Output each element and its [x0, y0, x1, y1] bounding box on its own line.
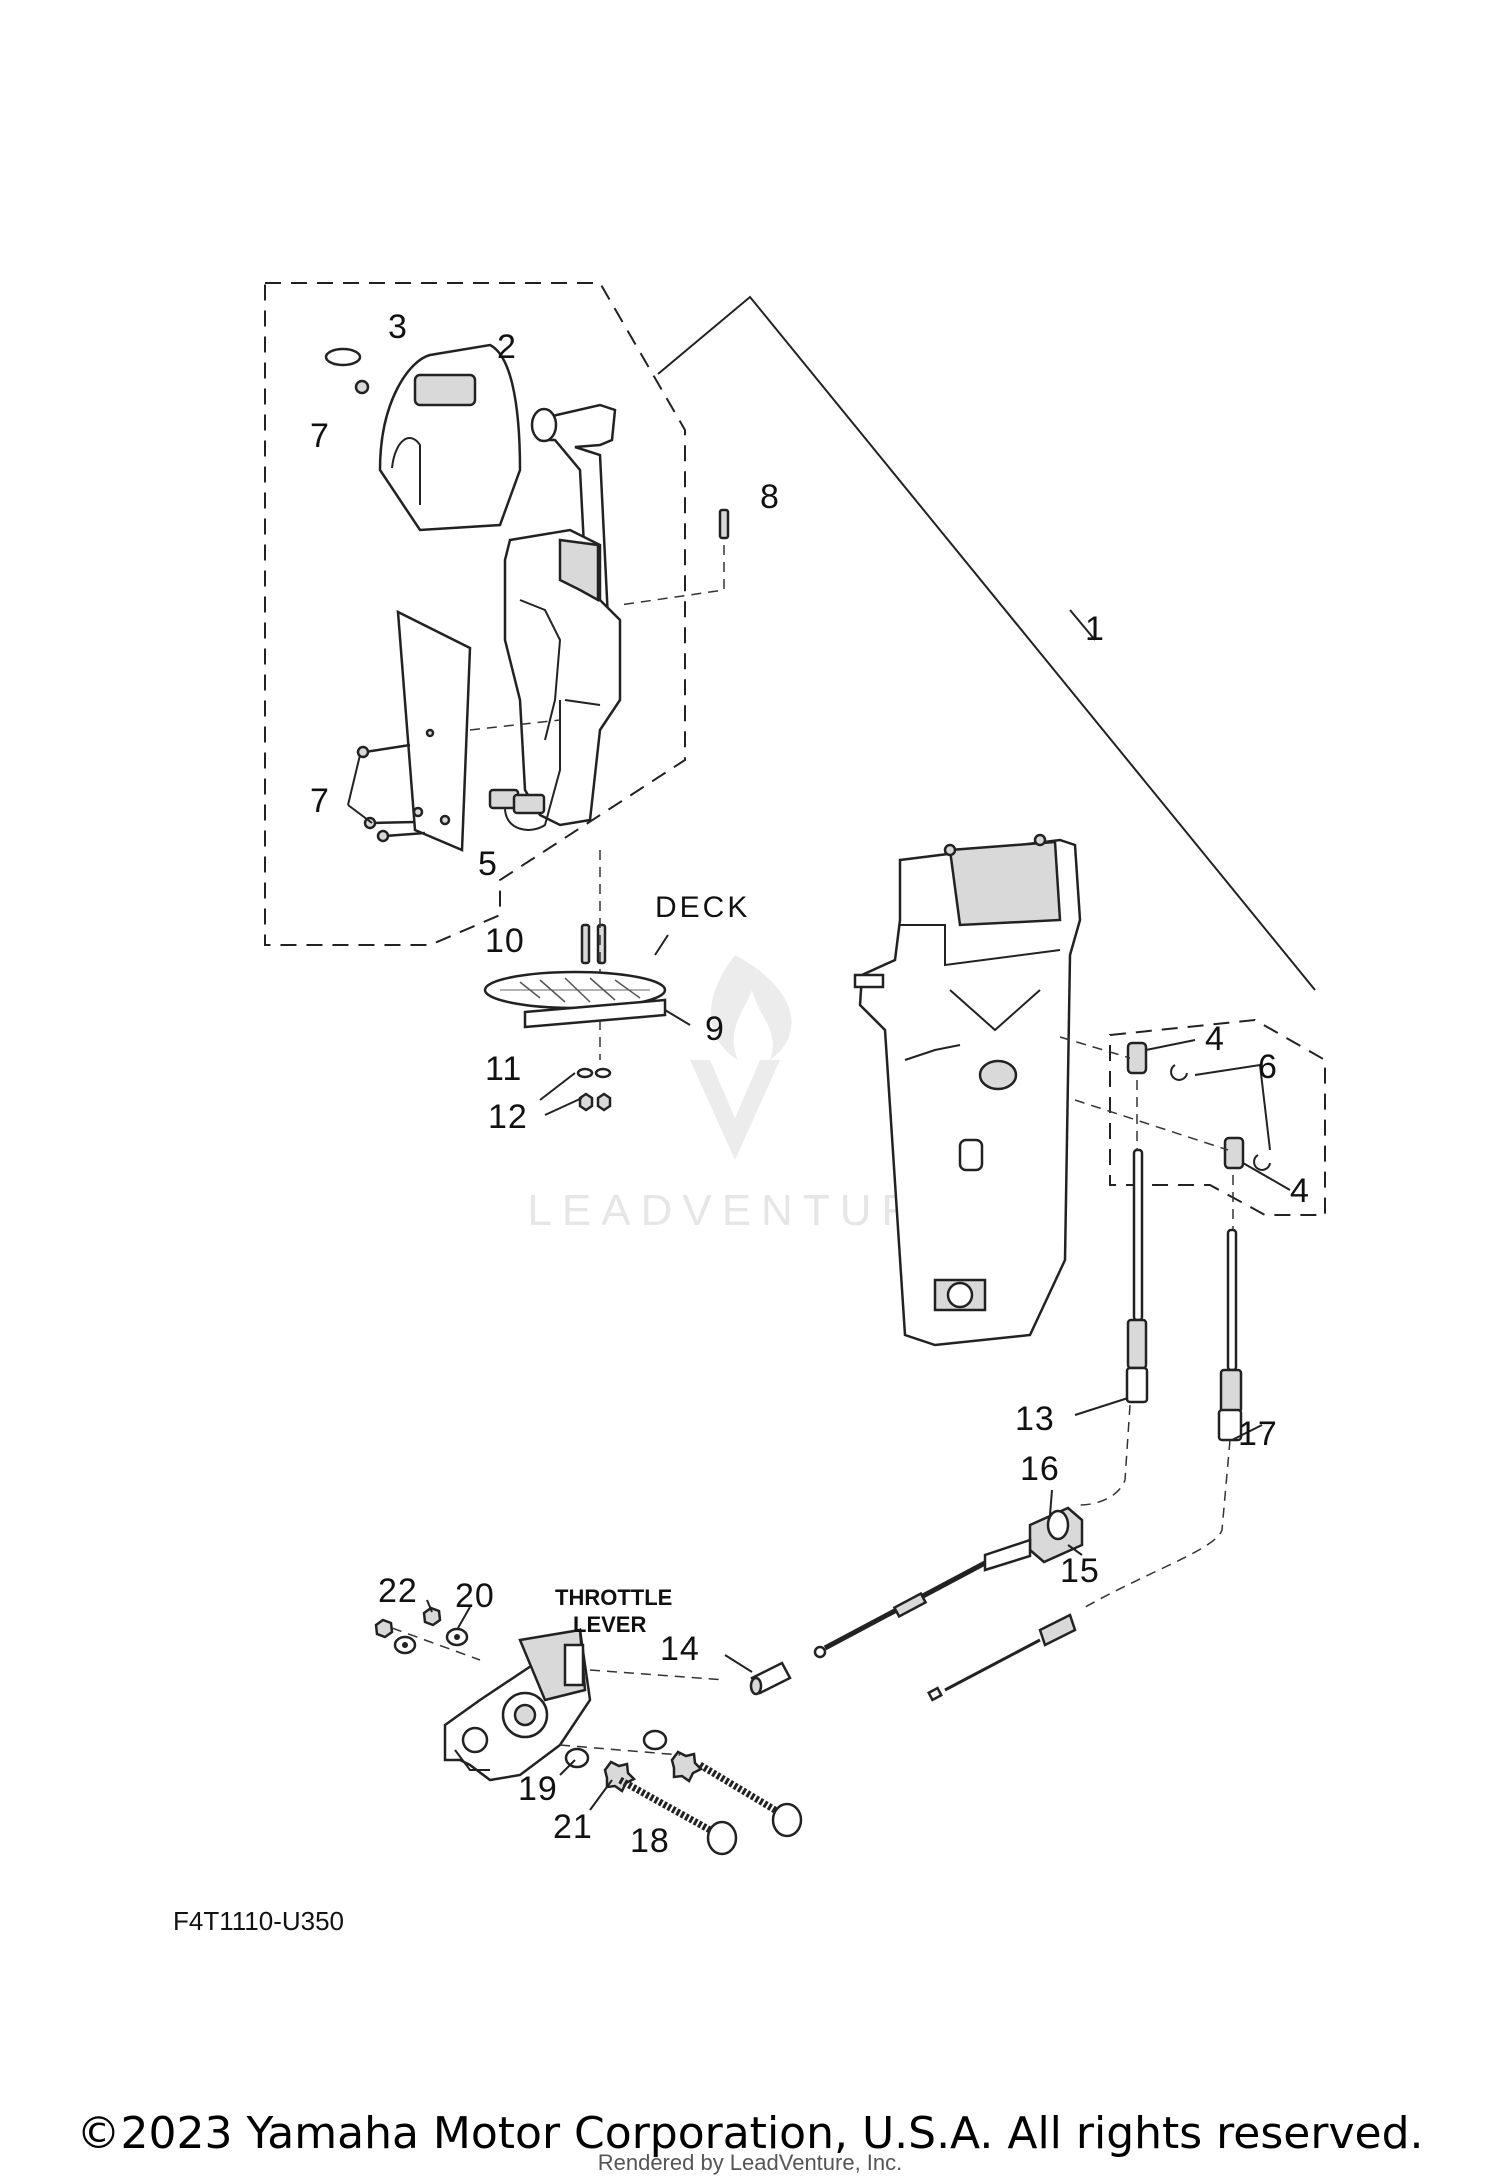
callout-7-upper: 7 [310, 417, 330, 455]
item-14-leader [724, 1654, 753, 1673]
pin-dash [619, 545, 725, 606]
side-plate-dash [469, 719, 561, 731]
callout-18: 18 [630, 1822, 670, 1860]
callout-10: 10 [485, 922, 525, 960]
item-20-leader [457, 1606, 471, 1629]
side-plate [396, 609, 472, 852]
callout-14: 14 [660, 1630, 700, 1668]
item-1-bracket [657, 295, 1316, 991]
leadventure-watermark: LEADVENTURE [527, 955, 962, 1235]
cable-joints [1126, 1041, 1271, 1171]
callout-8: 8 [760, 478, 780, 516]
switch-harness [488, 700, 561, 831]
callout-19: 19 [518, 1770, 558, 1808]
route-13 [1079, 1404, 1131, 1506]
cap [324, 347, 362, 367]
callout-4-lower: 4 [1290, 1172, 1310, 1210]
star-washers [603, 1750, 704, 1793]
item-19-leader [559, 1759, 576, 1776]
item-16-leader [1049, 1489, 1053, 1516]
item-4b-leader [1242, 1162, 1291, 1191]
item-12-leader [544, 1097, 583, 1116]
callout-21: 21 [553, 1808, 593, 1846]
callout-3: 3 [388, 308, 408, 346]
clip-box-outline [1109, 1018, 1326, 1216]
callout-6: 6 [1258, 1048, 1278, 1086]
washers [576, 1067, 612, 1079]
lever-dash [589, 1669, 726, 1681]
throttle-label-line1: THROTTLE [555, 1585, 672, 1610]
deck-label: DECK [655, 891, 750, 924]
item-7-leader-a [347, 754, 361, 806]
mount-bracket [523, 998, 667, 1029]
callout-12: 12 [488, 1098, 528, 1136]
callout-7-lower: 7 [310, 782, 330, 820]
cable-end-13 [1125, 1148, 1149, 1404]
callout-22: 22 [378, 1572, 418, 1610]
callout-16: 16 [1020, 1450, 1060, 1488]
copyright-notice: ©2023 Yamaha Motor Corporation, U.S.A. A… [76, 2108, 1424, 2159]
lever-nuts [374, 1606, 442, 1639]
joint-dash-b [1074, 1099, 1229, 1151]
callout-4-upper: 4 [1205, 1020, 1225, 1058]
item-4a-leader [1145, 1039, 1196, 1051]
nuts [578, 1092, 612, 1112]
diagram-code: F4T1110-U350 [173, 1906, 344, 1936]
bolt-dash-line [559, 1744, 681, 1756]
callout-15: 15 [1060, 1552, 1100, 1590]
callout-17: 17 [1238, 1415, 1278, 1453]
watermark-text: LEADVENTURE [527, 1186, 962, 1235]
joint-dash-a [1059, 1036, 1131, 1059]
callout-13: 13 [1015, 1400, 1055, 1438]
top-cover [378, 343, 522, 532]
item-7-leader-b [347, 804, 373, 824]
item-9-leader [664, 1009, 691, 1026]
item-6-leader [1194, 1063, 1271, 1151]
callout-1: 1 [1085, 610, 1105, 648]
callout-5: 5 [478, 845, 498, 883]
callout-2: 2 [497, 328, 517, 366]
cable-sleeve [749, 1661, 792, 1696]
deck-leader [654, 934, 669, 956]
side-screws [356, 743, 426, 843]
control-body [503, 528, 622, 827]
control-box-housing [853, 833, 1082, 1347]
callout-20: 20 [455, 1577, 495, 1615]
small-screw [354, 379, 370, 395]
throttle-label-line2: LEVER [573, 1612, 646, 1637]
rendered-by-note: Rendered by LeadVenture, Inc. [597, 2150, 903, 2175]
shift-cable [927, 1613, 1077, 1702]
control-box-outline [264, 282, 686, 946]
pin [718, 508, 730, 540]
item-21-leader [589, 1779, 613, 1811]
item-13-leader [1074, 1397, 1129, 1416]
callout-11: 11 [485, 1050, 522, 1088]
item-17-leader [1231, 1424, 1263, 1441]
item-11-leader [539, 1072, 576, 1101]
throttle-lever-assembly [443, 1627, 592, 1782]
route-17 [1079, 1439, 1231, 1611]
item-22-leader [426, 1599, 433, 1613]
item-15-leader [1067, 1544, 1083, 1556]
callout-9: 9 [705, 1010, 725, 1048]
throttle-cable [813, 1538, 1032, 1659]
item-1-leader [1069, 609, 1096, 641]
lever-washers [393, 1627, 469, 1655]
cable-end-17 [1217, 1228, 1243, 1442]
mount-bolts [580, 923, 607, 965]
carriage-bolts [618, 1761, 803, 1856]
